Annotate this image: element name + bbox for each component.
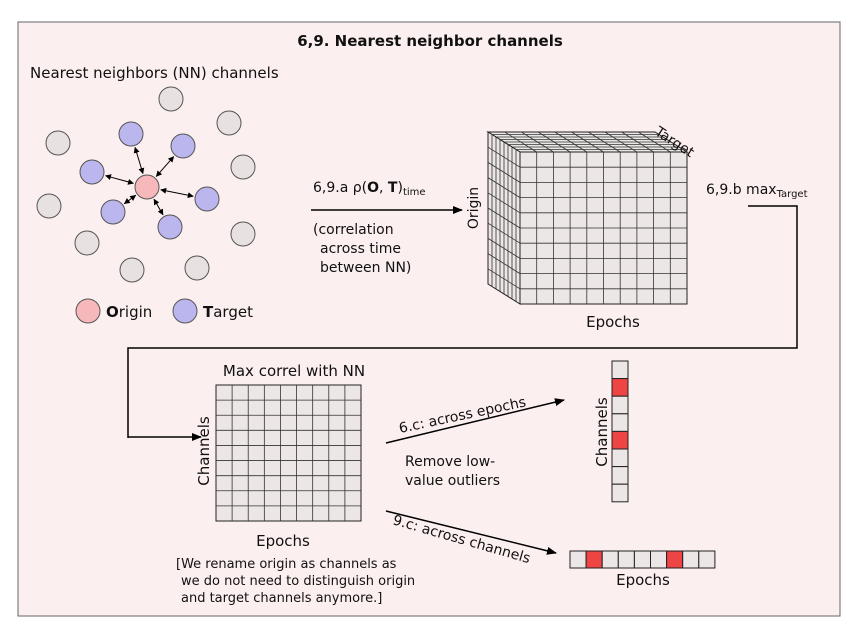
nn-link-arrow [153,198,164,216]
nn-link-arrow [105,174,134,185]
target-channel-node [79,159,105,185]
cube-origin-target-epochs [486,131,689,305]
row-cell-highlight [585,550,603,569]
step-a-note-1: (correlation [313,222,394,238]
row-cell [601,550,619,569]
neutral-channel-node [119,257,145,283]
footnote-line-1: [We rename origin as channels as [176,557,397,572]
row-cell-highlight [666,550,684,569]
neutral-channel-node [230,221,256,247]
legend-origin-label: Origin [106,303,152,321]
nn-link-arrow [133,146,145,175]
column-cell [611,466,629,485]
target-channel-node [118,121,144,147]
neutral-channel-node [45,130,71,156]
origin-channel-node [134,174,160,200]
panel-title: 6,9. Nearest neighbor channels [297,32,563,50]
column-cell-highlight [611,378,629,397]
row-cell [682,550,700,569]
channels-vector [611,360,629,503]
footnote-line-2: we do not need to distinguish origin [181,574,415,589]
step-a-note-3: between NN) [320,260,411,276]
step-c-epochs-arrow [385,398,565,444]
nn-heading: Nearest neighbors (NN) channels [30,64,279,82]
row-cell [633,550,652,569]
neutral-channel-node [36,193,62,219]
column-cell [611,360,629,380]
column-cell [611,448,629,468]
row-epochs-label: Epochs [616,571,670,589]
neutral-channel-node [158,86,184,112]
footnote-line-3: and target channels anymore.] [181,591,382,606]
row-cell [698,550,716,569]
row-cell [569,550,587,569]
epochs-vector [569,550,716,569]
step-c-channels-arrow [385,510,557,555]
target-channel-node [157,214,183,240]
neutral-channel-node [216,110,242,136]
row-cell [650,550,668,569]
cube-origin-label: Origin [466,187,482,229]
column-channels-label: Channels [593,397,611,467]
target-channel-node [100,199,126,225]
matrix-channels-label: Channels [195,416,213,486]
step-b-label: 6,9.b maxTarget [706,182,808,200]
column-cell [611,483,629,503]
row-cell [617,550,635,569]
nn-link-arrow [123,194,137,205]
step-a-label: 6,9.a ρ(O, T)time [313,180,426,198]
neutral-channel-node [74,230,100,256]
remove-outliers-line-2: value outliers [405,473,500,489]
legend-target-swatch [172,298,198,324]
legend-target-label: Target [203,303,253,321]
max-correl-matrix [215,384,362,522]
step-b-connector [127,205,798,438]
matrix-frame [215,384,362,522]
matrix-epochs-label: Epochs [256,532,310,550]
legend-origin-swatch [75,298,101,324]
neutral-channel-node [230,154,256,180]
panel-background [17,21,841,617]
legend: Origin Target [75,298,253,324]
target-channel-node [194,186,220,212]
cube-epochs-label: Epochs [586,313,640,331]
nn-link-arrow [160,187,194,199]
matrix-title: Max correl with NN [223,362,365,380]
column-cell [611,395,629,415]
remove-outliers-line-1: Remove low- [405,454,495,470]
neutral-channel-node [184,255,210,281]
column-cell [611,413,629,432]
step-a-note-2: across time [320,241,401,257]
nn-link-arrow [155,156,175,177]
column-cell-highlight [611,430,629,450]
nn-cluster [36,86,256,283]
target-channel-node [170,133,196,159]
